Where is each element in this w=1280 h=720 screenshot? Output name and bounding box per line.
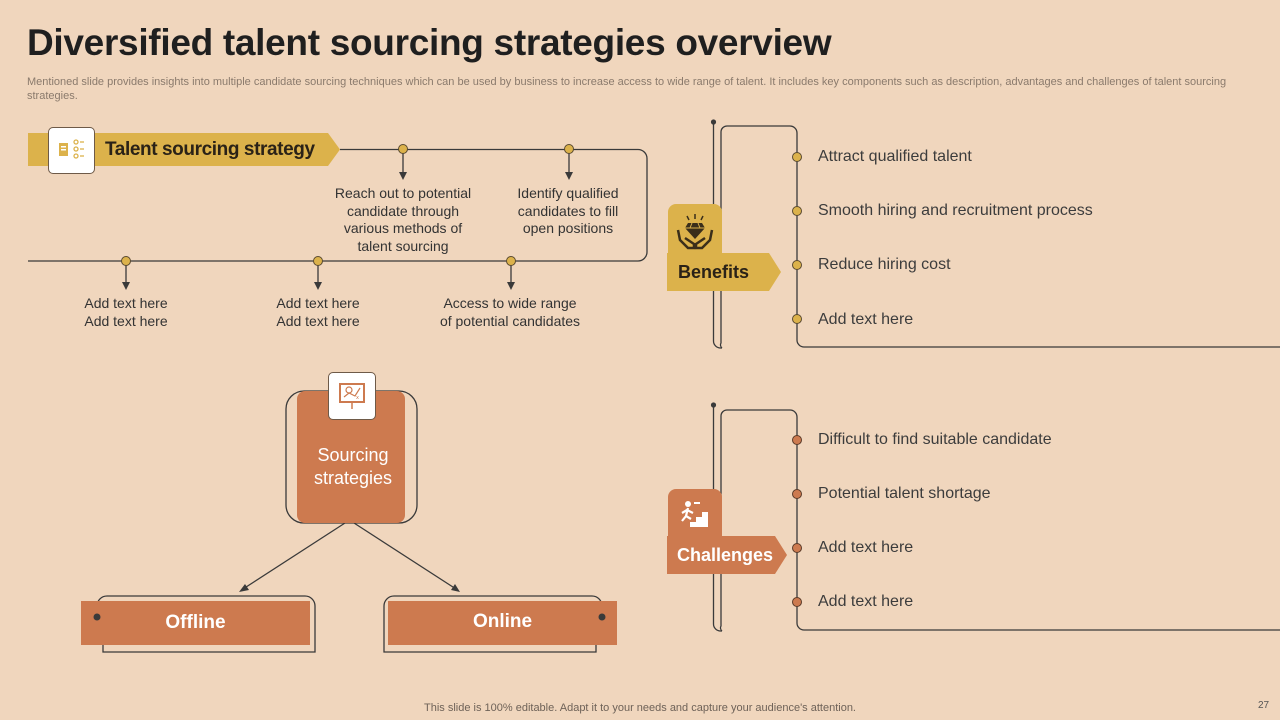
benefit-item-4: Add text here [818,311,914,328]
benefits-icon-tab [668,204,722,254]
timeline-upper-item-2: Identify qualified candidates to fill op… [517,185,619,236]
benefit-item-1: Attract qualified talent [818,148,972,165]
challenges-label: Challenges [677,545,774,565]
benefits-ribbon [667,253,781,291]
benefit-item-2: Smooth hiring and recruitment process [818,202,1093,219]
strategy-board-icon: x [328,372,376,420]
challenge-item-2: Potential talent shortage [818,485,991,502]
challenge-item-1: Difficult to find suitable candidate [818,431,1052,448]
document-list-icon [48,127,95,174]
timeline-lower-item-1: Add text here Add text here [84,295,168,329]
diamond-hands-icon [676,214,714,250]
challenges-ribbon [667,536,787,574]
svg-text:x: x [356,395,359,401]
sourcing-strategies-label: Sourcing strategies [313,445,393,488]
footer-note: This slide is 100% editable. Adapt it to… [424,702,856,714]
talent-sourcing-label: Talent sourcing strategy [105,139,315,160]
challenge-item-3: Add text here [818,539,914,556]
offline-box: Offline [81,601,310,645]
timeline-upper-item-1: Reach out to potential candidate through… [334,185,472,254]
climbing-stairs-icon [681,501,708,527]
timeline-lower-item-3: Access to wide range of potential candid… [439,295,581,329]
timeline-lower-item-2: Add text here Add text here [276,295,360,329]
online-box: Online [388,601,617,645]
slide-title: Diversified talent sourcing strategies o… [27,22,832,63]
benefit-item-3: Reduce hiring cost [818,256,951,273]
challenges-icon-tab [668,489,722,537]
slide-subtitle: Mentioned slide provides insights into m… [27,76,1227,102]
challenge-item-4: Add text here [818,593,914,610]
benefits-label: Benefits [678,262,750,282]
page-number: 27 [1258,700,1270,711]
